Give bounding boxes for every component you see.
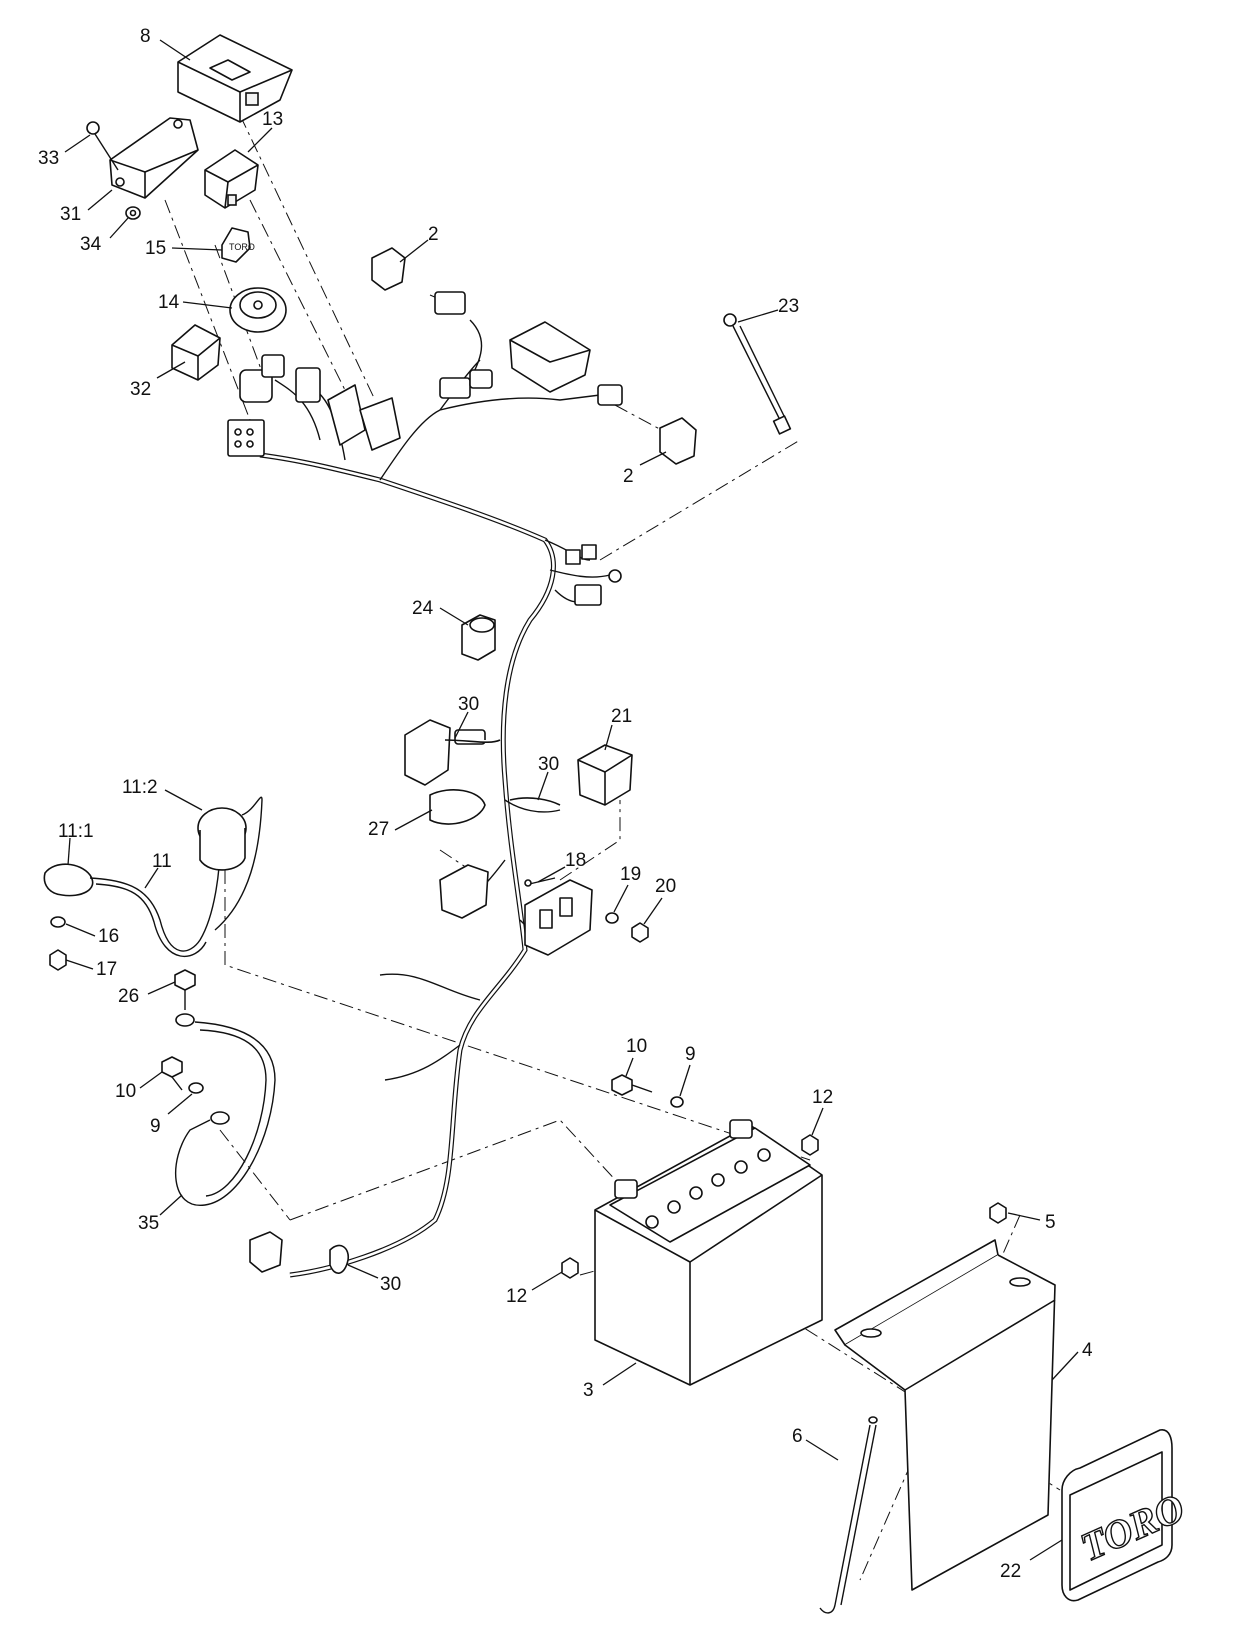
part-9-washer-left: [188, 1082, 204, 1094]
callout-5: 5: [1045, 1212, 1056, 1233]
callout-22: 22: [1000, 1561, 1021, 1582]
harness-connector-lower: [439, 864, 489, 919]
part-35-ground-cable: [174, 1013, 276, 1206]
callout-30-lower: 30: [380, 1274, 401, 1295]
key-logo-text: TORO: [229, 242, 255, 252]
leader-lines: [64, 39, 1079, 1561]
callout-27: 27: [368, 819, 389, 840]
callout-12-left: 12: [506, 1286, 527, 1307]
part-26-bolt: [174, 969, 196, 1010]
alignment-lines: [164, 114, 1061, 1581]
part-19-washer: [605, 912, 619, 924]
part-32-rocker-switch: [171, 324, 221, 381]
callout-11-1: 11:1: [58, 821, 94, 842]
part-15-key: TORO: [221, 227, 255, 263]
callout-14: 14: [158, 292, 180, 313]
part-30-cable-tie-middle: [509, 797, 561, 806]
part-13-switch: [204, 149, 259, 209]
callout-11-2: 11:2: [122, 777, 158, 798]
part-24-plug: [461, 614, 496, 661]
callout-33: 33: [38, 148, 59, 169]
part-30-cable-tie-upper: [444, 739, 501, 743]
callout-17: 17: [96, 959, 117, 980]
part-22-decal: TORO: [1061, 1429, 1192, 1602]
callout-11: 11: [152, 851, 172, 872]
harness-connectors-mid: [565, 544, 622, 606]
part-11-2-boot: [197, 796, 263, 931]
part-18-fuse-block: [524, 877, 593, 956]
callout-30-middle: 30: [538, 754, 559, 775]
callout-3: 3: [583, 1380, 594, 1401]
part-12-nut-left: [561, 1257, 579, 1279]
callout-2-lower: 2: [623, 466, 634, 487]
part-9-washer-right: [670, 1096, 684, 1108]
callout-6: 6: [792, 1426, 803, 1447]
part-8-display-module: [177, 34, 293, 123]
part-6-rod: [819, 1416, 878, 1614]
callout-10-right: 10: [626, 1036, 647, 1057]
part-20-nut: [631, 922, 649, 943]
callout-labels: 8 13 33 31 34 15 2 14 23 32 2 24 30 21 3…: [38, 26, 1093, 1582]
callout-26: 26: [118, 986, 139, 1007]
callout-12-right: 12: [812, 1087, 833, 1108]
callout-19: 19: [620, 864, 641, 885]
part-23-cable: [723, 313, 792, 435]
callout-4: 4: [1082, 1340, 1093, 1361]
callout-20: 20: [655, 876, 676, 897]
callout-34: 34: [80, 234, 102, 255]
callout-9-right: 9: [685, 1044, 696, 1065]
callout-18: 18: [565, 850, 586, 871]
part-12-nut-right: [801, 1134, 819, 1156]
part-21-relay: [577, 744, 633, 806]
harness-connectors-upper: [227, 291, 623, 457]
part-30-cable-tie-lower: [249, 1231, 350, 1274]
part-2-connector-lower: [659, 417, 697, 465]
part-27-connector: [404, 719, 486, 825]
part-34-nut: [125, 206, 141, 220]
part-14-ignition-switch: [229, 287, 287, 333]
callout-13: 13: [262, 109, 283, 130]
part-3-battery: [594, 1119, 823, 1386]
callout-9-left: 9: [150, 1116, 161, 1137]
part-33-screw: [86, 121, 119, 171]
callout-24: 24: [412, 598, 434, 619]
callout-15: 15: [145, 238, 166, 259]
part-31-hour-meter: [109, 117, 199, 199]
part-10-bolt-right: [611, 1074, 653, 1096]
part-10-bolt-left: [161, 1056, 183, 1091]
callout-31: 31: [60, 204, 81, 225]
callout-23: 23: [778, 296, 799, 317]
callout-16: 16: [98, 926, 119, 947]
part-2-connector-upper: [371, 247, 406, 291]
callout-30-upper: 30: [458, 694, 479, 715]
part-5-nut: [989, 1202, 1007, 1224]
callout-2-upper: 2: [428, 224, 439, 245]
callout-21: 21: [611, 706, 632, 727]
callout-10-left: 10: [115, 1081, 136, 1102]
callout-35: 35: [138, 1213, 159, 1234]
part-16-washer: [50, 916, 66, 928]
part-11-positive-cable: [43, 844, 221, 957]
callout-32: 32: [130, 379, 151, 400]
callout-8: 8: [140, 26, 151, 47]
part-17-nut: [49, 949, 67, 971]
part-4-battery-tray: [834, 1239, 1056, 1591]
